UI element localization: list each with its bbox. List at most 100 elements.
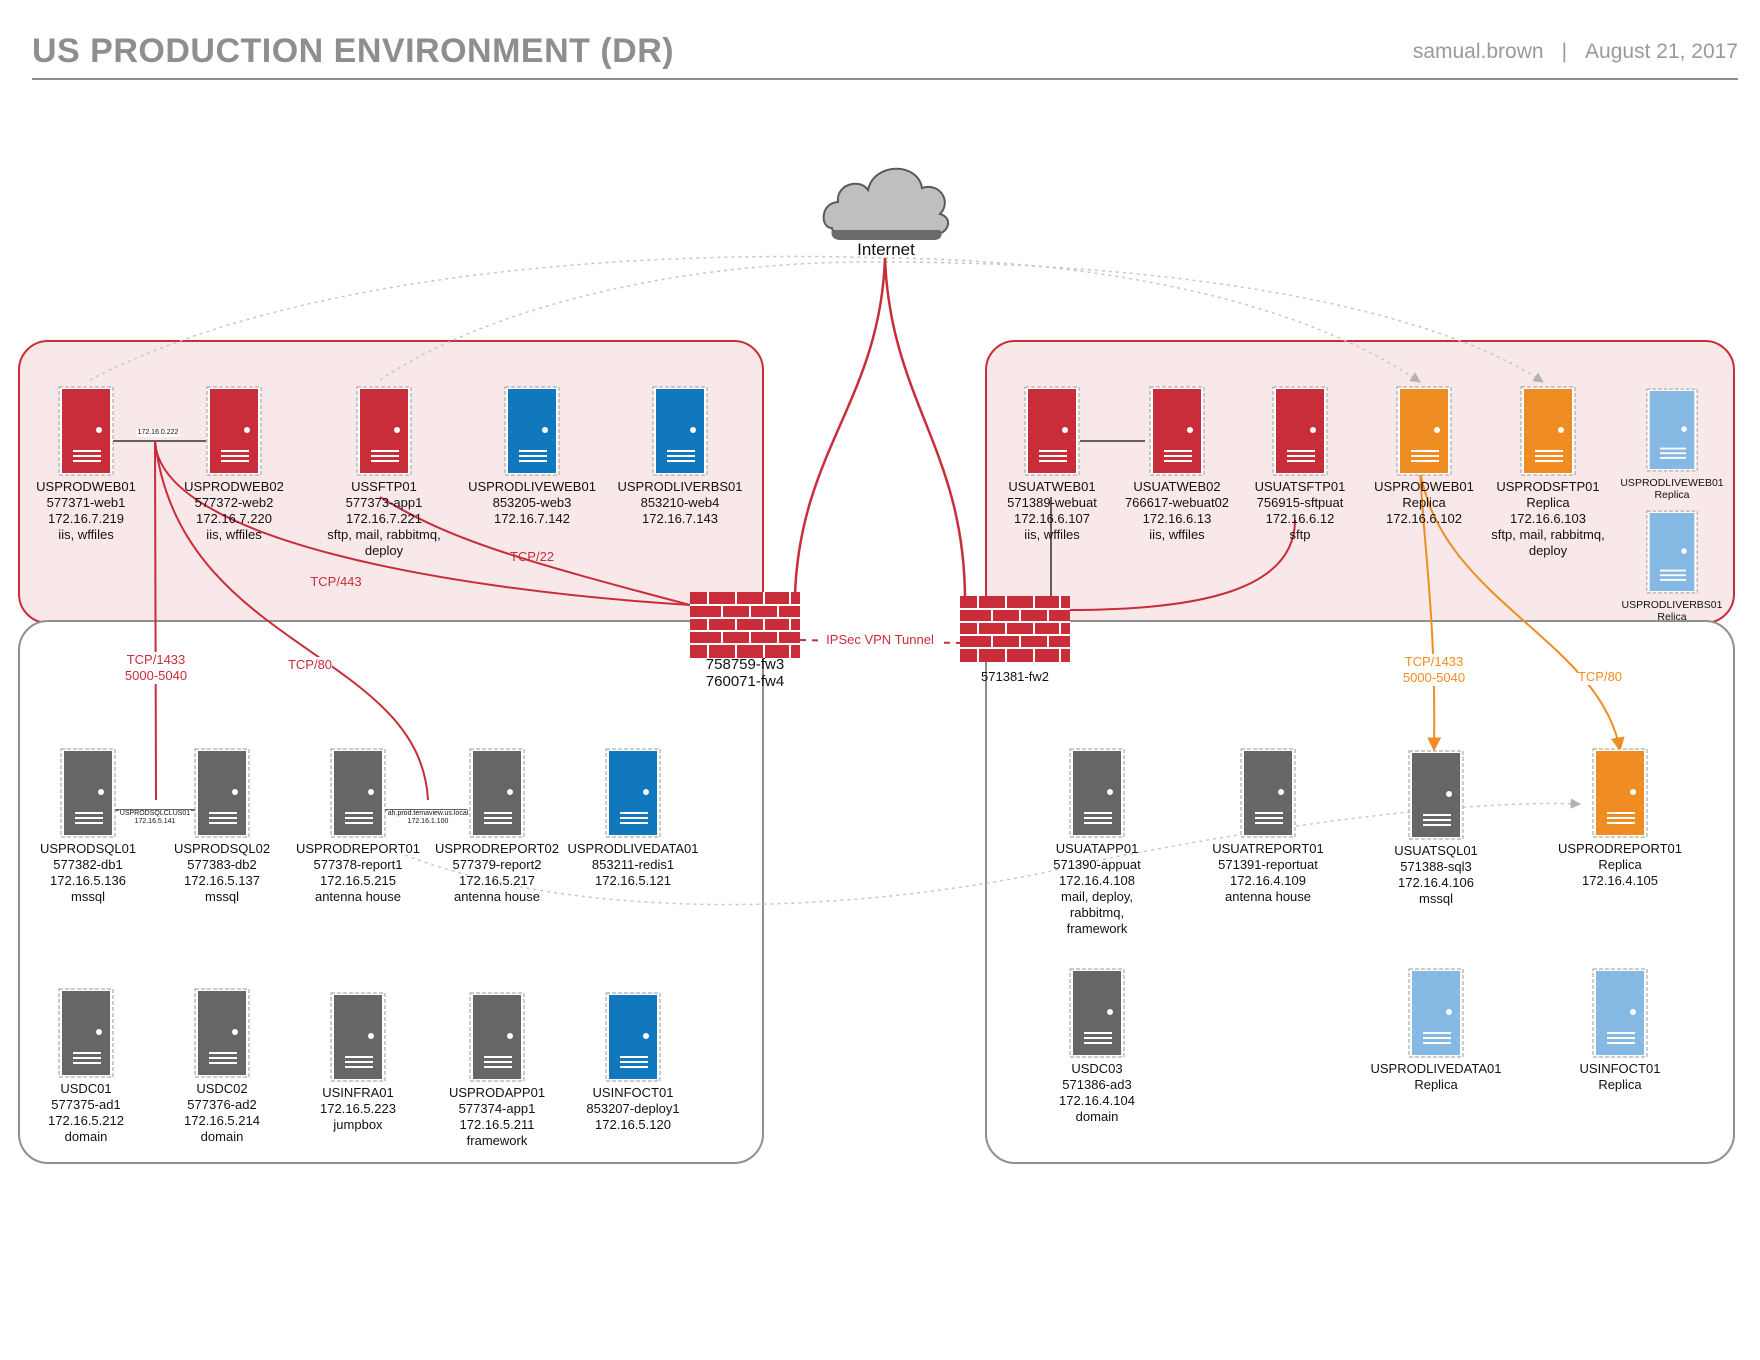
server-usinfoct01-replica[interactable]	[1592, 968, 1648, 1058]
tcp443-link	[154, 440, 691, 606]
server-detail: 766617-webuat02	[1124, 495, 1230, 510]
server-usprodliveweb01-replica[interactable]	[1646, 386, 1698, 474]
server-detail: 577382-db1	[53, 857, 123, 872]
server-usinfra01[interactable]	[330, 992, 386, 1082]
server-detail: 172.16.6.102	[1386, 511, 1462, 526]
server-detail: Replica	[1654, 489, 1690, 501]
tcp22-label: TCP/22	[509, 549, 555, 564]
server-usprodlivedata01-replica[interactable]	[1408, 968, 1464, 1058]
server-detail: 172.16.7.219	[48, 511, 124, 526]
server-usdc02[interactable]	[194, 988, 250, 1078]
replication-line	[884, 257, 1421, 383]
server-usuatreport01[interactable]	[1240, 748, 1296, 838]
server-detail: 172.16.4.106	[1398, 875, 1474, 890]
server-detail: Replica	[1598, 1077, 1642, 1092]
server-usuatsftp01[interactable]	[1272, 386, 1328, 476]
server-hostname: USPRODLIVERBS01	[1621, 599, 1723, 611]
server-detail: 577379-report2	[452, 857, 542, 872]
server-usprodreport02[interactable]	[469, 748, 525, 838]
server-hostname: USINFOCT01	[1579, 1061, 1661, 1076]
server-hostname: USDC03	[1071, 1061, 1123, 1076]
server-usprodreport01[interactable]	[330, 748, 386, 838]
server-icon	[1240, 748, 1296, 838]
replication-line	[884, 261, 1544, 383]
header-separator: |	[1561, 40, 1568, 63]
tcp1433-left-link	[154, 440, 157, 801]
server-detail: domain	[1075, 1109, 1119, 1124]
server-hostname: USSFTP01	[351, 479, 417, 494]
server-icon	[1069, 968, 1125, 1058]
server-hostname: USPRODWEB01	[1374, 479, 1474, 494]
server-ussftp01[interactable]	[356, 386, 412, 476]
uatsftp-fw-link	[1069, 519, 1296, 611]
server-detail: iis, wffiles	[1149, 527, 1205, 542]
server-detail: 172.16.7.143	[642, 511, 718, 526]
server-icon	[58, 386, 114, 476]
firewall-left[interactable]	[690, 592, 800, 658]
firewall-right[interactable]	[960, 596, 1070, 662]
server-hostname: USDC01	[60, 1081, 112, 1096]
server-detail: 571391-reportuat	[1218, 857, 1318, 872]
server-usprodreport01-replica[interactable]	[1592, 748, 1648, 838]
cloud-icon	[822, 167, 950, 240]
server-detail: iis, wffiles	[58, 527, 114, 542]
replication-line	[379, 261, 886, 381]
zone-dr-internal	[985, 620, 1735, 1164]
server-detail: Replica	[1402, 495, 1446, 510]
server-detail: 172.16.5.212	[48, 1113, 124, 1128]
server-detail: 577383-db2	[187, 857, 257, 872]
server-detail: 853207-deploy1	[586, 1101, 680, 1116]
server-usprodweb01-replica[interactable]	[1396, 386, 1452, 476]
server-hostname: USPRODREPORT01	[1557, 841, 1683, 856]
server-usdc01[interactable]	[58, 988, 114, 1078]
server-usprodliverbs01-relica[interactable]	[1646, 508, 1698, 596]
server-usuatweb01[interactable]	[1024, 386, 1080, 476]
server-detail: antenna house	[1224, 889, 1312, 904]
server-usprodliverbs01[interactable]	[652, 386, 708, 476]
server-icon	[652, 386, 708, 476]
server-usprodweb02[interactable]	[206, 386, 262, 476]
server-usuatapp01[interactable]	[1069, 748, 1125, 838]
server-usprodsql02[interactable]	[194, 748, 250, 838]
server-icon	[194, 988, 250, 1078]
server-detail: mssql	[71, 889, 105, 904]
server-icon	[58, 988, 114, 1078]
zone-dr-dmz	[985, 340, 1735, 624]
server-hostname: USPRODSQL01	[39, 841, 137, 856]
server-usprodliveweb01[interactable]	[504, 386, 560, 476]
server-usuatweb02[interactable]	[1149, 386, 1205, 476]
tcp80-right-label: TCP/80	[1577, 669, 1623, 685]
server-usprodsql01[interactable]	[60, 748, 116, 838]
server-icon	[1396, 386, 1452, 476]
server-hostname: USDC02	[196, 1081, 248, 1096]
server-detail: iis, wffiles	[206, 527, 262, 542]
server-usprodweb01[interactable]	[58, 386, 114, 476]
header-rule	[32, 78, 1738, 80]
tcp80-left-link	[154, 440, 429, 801]
server-usprodlivedata01[interactable]	[605, 748, 661, 838]
server-detail: 172.16.6.107	[1014, 511, 1090, 526]
server-usuatsql01[interactable]	[1408, 750, 1464, 840]
server-detail: 577374-app1	[458, 1101, 536, 1116]
server-icon	[1069, 748, 1125, 838]
server-detail: 172.16.4.105	[1582, 873, 1658, 888]
server-usprodapp01[interactable]	[469, 992, 525, 1082]
server-icon	[356, 386, 412, 476]
server-icon	[1592, 748, 1648, 838]
server-usprodsftp01-replica[interactable]	[1520, 386, 1576, 476]
server-usdc03[interactable]	[1069, 968, 1125, 1058]
server-usinfoct01[interactable]	[605, 992, 661, 1082]
server-detail: 571386-ad3	[1062, 1077, 1132, 1092]
server-detail: 577375-ad1	[51, 1097, 121, 1112]
